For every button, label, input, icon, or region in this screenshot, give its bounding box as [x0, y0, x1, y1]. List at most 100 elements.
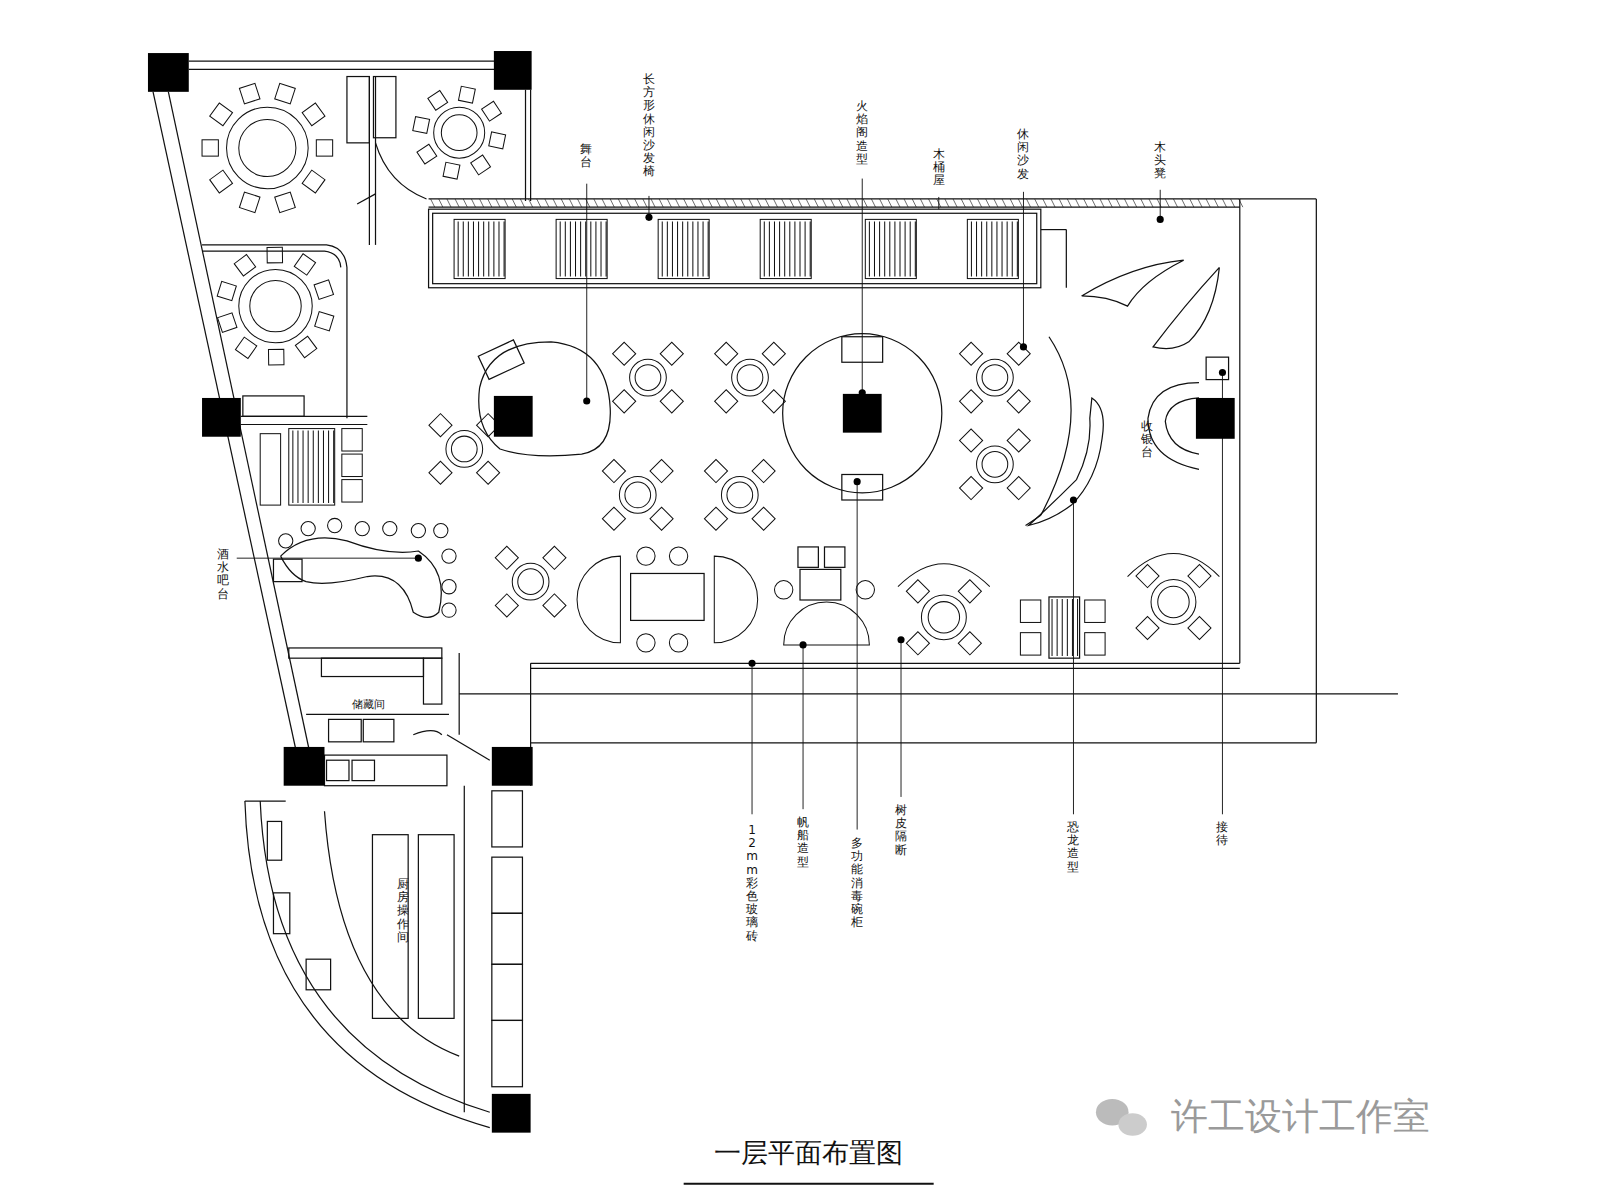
furniture-part: [692, 221, 693, 276]
chair: [315, 312, 334, 331]
walls: [153, 61, 1398, 1183]
chair: [210, 103, 233, 126]
furniture-part: [708, 221, 709, 276]
furniture-part: [1062, 599, 1063, 656]
furniture-part: [606, 221, 607, 276]
chair: [1085, 600, 1105, 622]
furniture-part: [945, 199, 949, 207]
furniture-part: [1007, 221, 1008, 276]
furniture-part: [1084, 199, 1088, 207]
chair: [704, 507, 727, 530]
furniture-part: [575, 221, 576, 276]
bar-stool: [301, 521, 315, 535]
furniture-part: [733, 199, 737, 207]
furniture-part: [537, 199, 541, 207]
furniture-part: [1027, 199, 1031, 207]
furniture-part: [1002, 221, 1003, 276]
furniture-part: [297, 431, 298, 503]
furniture-part: [342, 429, 362, 451]
chair: [960, 390, 983, 413]
furniture-part: [570, 221, 571, 276]
furniture-part: [687, 221, 688, 276]
furniture-part: [1182, 199, 1186, 207]
chair: [316, 140, 332, 156]
furniture-part: [880, 199, 884, 207]
furniture-part: [1052, 599, 1053, 656]
callout-label: 12mm彩色玻璃砖: [746, 824, 758, 943]
callout-label: 树皮隔断: [895, 804, 907, 857]
chair: [1188, 616, 1211, 639]
round-table: [732, 359, 769, 396]
furniture-part: [553, 199, 557, 207]
furniture-part: [488, 221, 489, 276]
chair: [235, 337, 256, 358]
furniture-part: [799, 221, 800, 276]
bar-stool: [442, 549, 456, 563]
furniture-part: [839, 199, 843, 207]
wood-booth: [658, 219, 709, 278]
furniture-part: [884, 221, 885, 276]
half-round-bench: [577, 556, 620, 643]
furniture-part: [618, 199, 622, 207]
chair: [1007, 477, 1030, 500]
wood-booth: [454, 219, 505, 278]
chair: [650, 507, 673, 530]
furniture-part: [822, 199, 826, 207]
furniture-part: [602, 199, 606, 207]
furniture-part: [784, 221, 785, 276]
furniture-part: [667, 199, 671, 207]
furniture-part: [659, 199, 663, 207]
wood-booth: [556, 219, 607, 278]
furniture-part: [692, 199, 696, 207]
furniture-part: [529, 199, 533, 207]
furniture-part: [1116, 199, 1120, 207]
furniture-part: [782, 199, 786, 207]
furniture-part: [773, 199, 777, 207]
stool: [637, 547, 655, 565]
chair: [660, 390, 683, 413]
furniture-part: [805, 221, 806, 276]
furniture-part: [929, 199, 933, 207]
furniture-part: [727, 482, 753, 508]
furniture-part: [594, 199, 598, 207]
furniture-part: [431, 199, 435, 207]
chair: [217, 281, 236, 300]
chair: [1188, 565, 1211, 588]
furniture-part: [677, 221, 678, 276]
furniture-part: [1149, 199, 1153, 207]
chair: [495, 546, 518, 569]
bar-stool: [411, 523, 425, 537]
furniture-part: [313, 431, 314, 503]
stool: [669, 634, 687, 652]
round-table: [619, 477, 656, 514]
chair: [613, 390, 636, 413]
round-table: [977, 446, 1014, 483]
chair: [429, 461, 452, 484]
furniture-part: [978, 199, 982, 207]
chair: [960, 429, 983, 452]
chair: [906, 632, 929, 655]
furniture-part: [969, 199, 973, 207]
furniture-part: [483, 221, 484, 276]
furniture-part: [1059, 199, 1063, 207]
furniture-part: [774, 221, 775, 276]
chair: [202, 140, 218, 156]
half-round-bench: [714, 556, 757, 643]
furniture-part: [289, 429, 335, 506]
furniture-part: [545, 199, 549, 207]
chair: [660, 342, 683, 365]
chair: [1007, 390, 1030, 413]
callout-label: 舞台: [580, 143, 592, 169]
furniture-part: [953, 199, 957, 207]
furniture-part: [250, 280, 301, 331]
furniture-part: [757, 199, 761, 207]
furniture-part: [869, 221, 870, 276]
furniture-part: [1018, 199, 1022, 207]
furniture-part: [504, 221, 505, 276]
furniture-part: [342, 454, 362, 476]
bar-stool: [355, 521, 369, 535]
round-table: [921, 595, 966, 640]
furniture-part: [994, 199, 998, 207]
wood-booth: [865, 219, 916, 278]
